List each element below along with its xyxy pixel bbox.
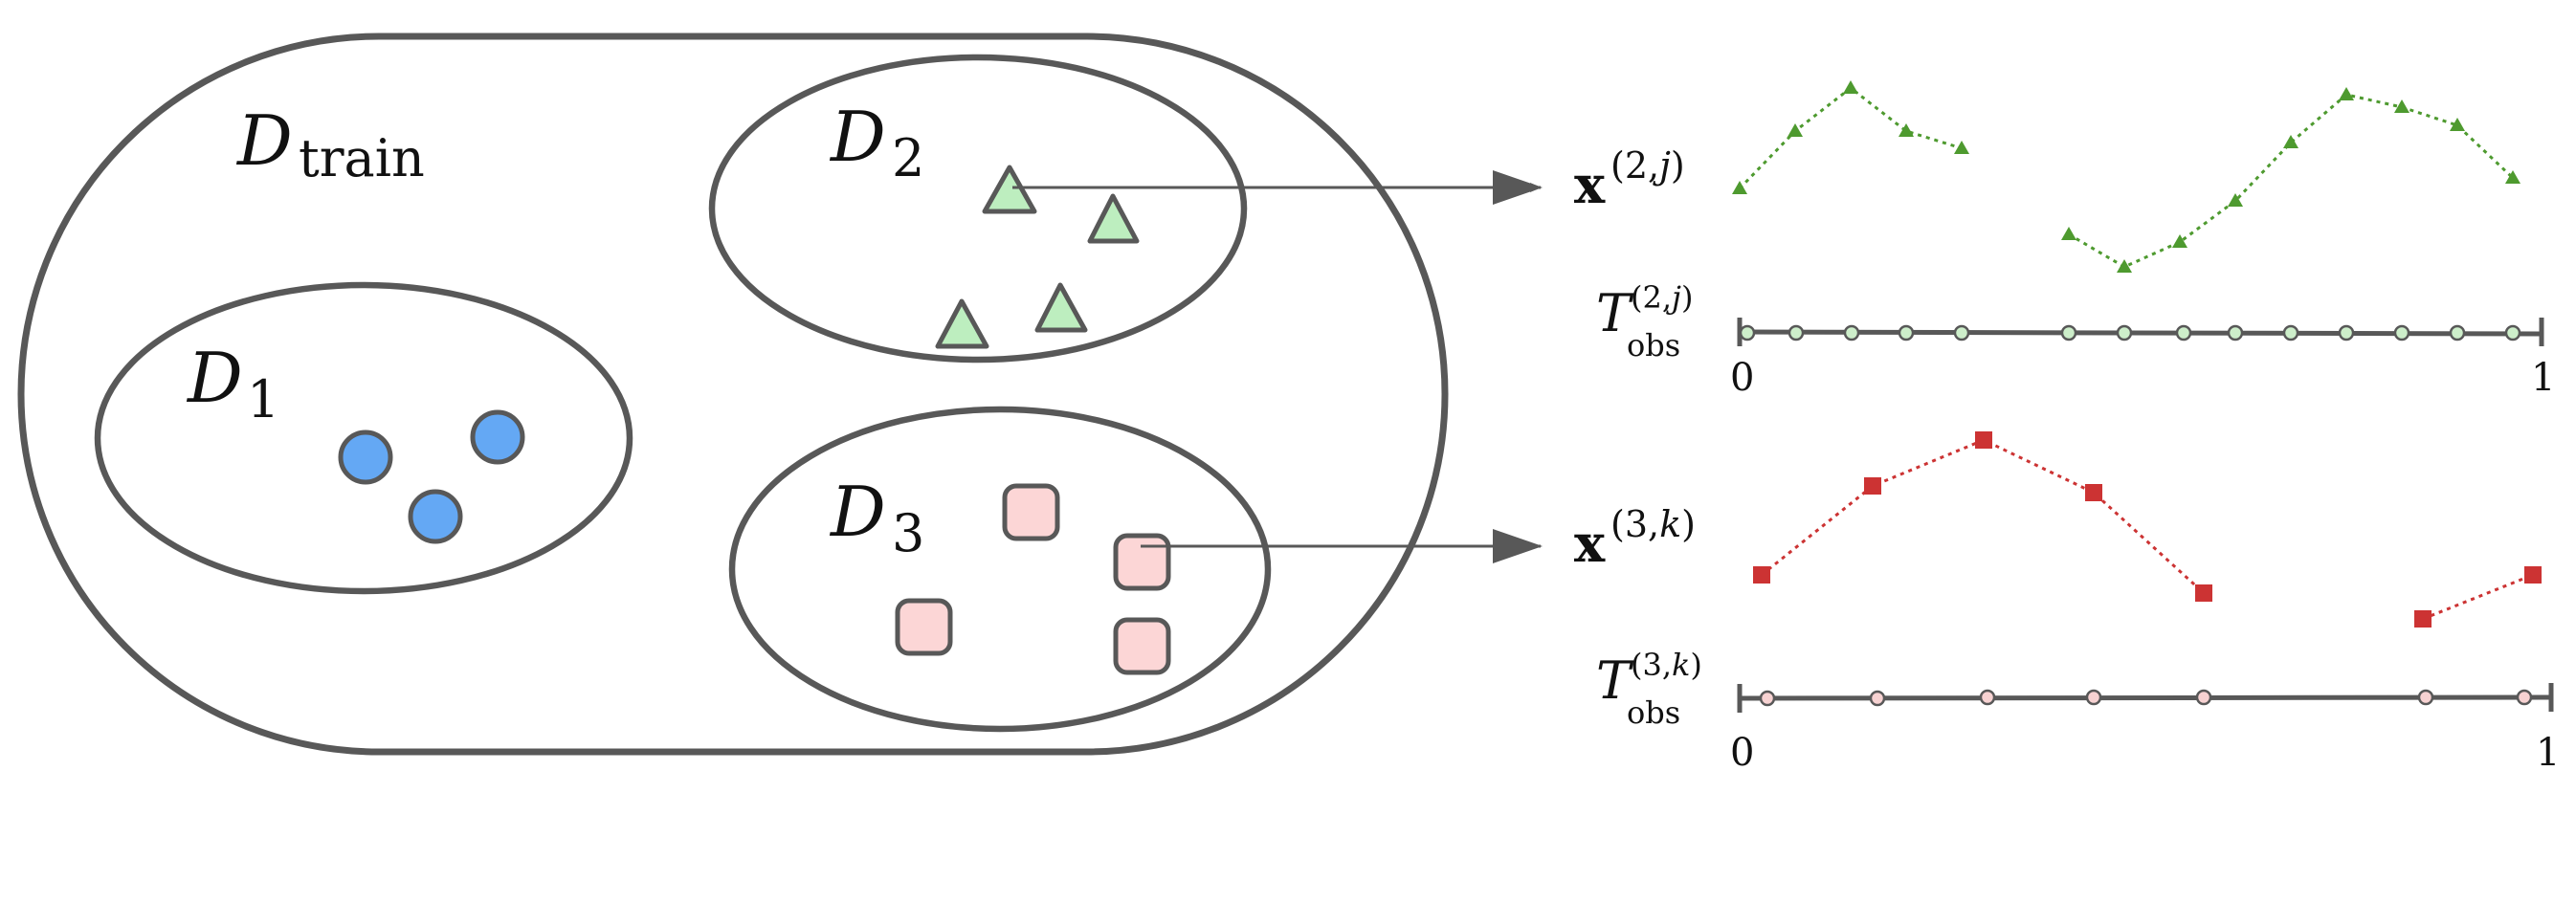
bottom-time-axis: 0 1 <box>1730 683 2560 775</box>
d2-subscript: 2 <box>892 128 924 188</box>
top-series-point <box>1954 141 1969 154</box>
d2-triangle-sample <box>1087 193 1140 244</box>
d2-triangle-sample <box>935 298 989 349</box>
top-observation-dot <box>2504 324 2521 341</box>
top-series-label: x (2,j) <box>1574 144 1685 215</box>
top-observation-dot <box>2338 324 2355 341</box>
top-series-point <box>1732 181 1747 194</box>
bottom-series-point <box>2414 610 2432 628</box>
d2-symbol: D <box>829 97 886 177</box>
top-observation-dot <box>2175 324 2192 341</box>
top-series-point <box>2505 170 2520 184</box>
d2-triangle-sample <box>982 165 1037 214</box>
top-series-point <box>2283 135 2298 148</box>
bottom-observation-dot <box>2516 689 2533 706</box>
bottom-axis-end-label: 1 <box>2536 731 2560 775</box>
d3-square-sample <box>1002 483 1060 541</box>
top-observation-dot <box>1739 324 1756 341</box>
top-x-symbol: x <box>1574 154 1606 215</box>
top-observation-dot <box>2449 324 2466 341</box>
top-observation-dot <box>1898 324 1915 341</box>
bottom-x-symbol: x <box>1574 513 1606 574</box>
top-series-point <box>1788 123 1803 137</box>
top-series-point <box>2172 234 2187 248</box>
bottom-series-line <box>2422 573 2534 621</box>
top-series-line <box>2068 93 2515 269</box>
top-observation-dot <box>2282 324 2299 341</box>
bottom-x-superscript: (3,k) <box>1610 503 1696 545</box>
d3-square-sample <box>895 598 953 656</box>
bottom-t-superscript: (3,k) <box>1631 647 1702 683</box>
d3-symbol: D <box>829 472 886 552</box>
top-time-axis: 0 1 <box>1730 318 2555 400</box>
top-observation-dot <box>2116 324 2133 341</box>
top-axis-start-label: 0 <box>1730 356 1754 400</box>
d1-circle-sample <box>408 489 463 544</box>
top-series-point <box>1843 80 1858 94</box>
bottom-arrowhead <box>1493 529 1543 563</box>
d1-subscript: 1 <box>247 369 279 429</box>
top-series-point <box>2117 259 2132 273</box>
top-axis-end-label: 1 <box>2531 356 2555 400</box>
top-t-superscript: (2,j) <box>1631 279 1693 316</box>
top-series-point <box>2450 118 2465 131</box>
top-series-line <box>1738 86 1963 190</box>
top-times-label: T (2,j) obs <box>1596 279 1693 363</box>
bottom-series-point <box>2085 484 2102 501</box>
bottom-series-point <box>1753 566 1770 584</box>
top-series-point <box>2228 193 2243 207</box>
train-set-boundary <box>17 33 1449 756</box>
d3-subscript: 3 <box>892 503 924 563</box>
train-set-symbol: D <box>235 100 293 181</box>
bottom-observation-dot <box>2085 689 2102 706</box>
d1-circle-sample <box>338 429 393 485</box>
bottom-observation-dot <box>1869 690 1886 707</box>
top-series-point <box>2339 87 2354 100</box>
bottom-t-symbol: T <box>1596 650 1634 711</box>
top-series-plot <box>1732 80 2520 273</box>
bottom-observation-dot <box>1979 689 1996 706</box>
d2-triangle-sample <box>1034 282 1088 333</box>
top-observation-dot <box>1953 324 1970 341</box>
bottom-series-plot <box>1753 431 2542 628</box>
top-t-symbol: T <box>1596 283 1634 343</box>
bottom-times-label: T (3,k) obs <box>1596 647 1702 731</box>
bottom-axis-start-label: 0 <box>1730 731 1754 775</box>
top-series-point <box>2394 99 2409 113</box>
top-series-point <box>1899 123 1914 137</box>
top-t-subscript: obs <box>1627 327 1680 363</box>
bottom-t-subscript: obs <box>1627 694 1680 731</box>
d1-boundary <box>94 281 633 595</box>
bottom-series-line <box>1761 438 2206 595</box>
top-observation-dot <box>2393 324 2410 341</box>
d3-square-sample <box>1113 617 1171 675</box>
top-observation-dot <box>1788 324 1805 341</box>
bottom-series-point <box>2524 566 2542 584</box>
bottom-series-point <box>2195 584 2212 602</box>
bottom-series-point <box>1864 477 1881 495</box>
top-series-point <box>2061 227 2076 240</box>
top-axis-line <box>1739 329 2543 337</box>
d1-symbol: D <box>186 338 243 418</box>
train-set-subscript: train <box>299 128 425 188</box>
bottom-observation-dot <box>2417 689 2434 706</box>
top-observation-dot <box>2060 324 2077 341</box>
d2-boundary <box>708 54 1248 363</box>
top-observation-dot <box>2227 324 2244 341</box>
bottom-observation-dot <box>1759 690 1776 707</box>
d1-circle-sample <box>470 409 525 465</box>
bottom-observation-dot <box>2195 689 2212 706</box>
d3-square-sample <box>1113 533 1171 591</box>
d3-boundary <box>728 406 1272 733</box>
bottom-series-label: x (3,k) <box>1574 503 1696 574</box>
bottom-series-point <box>1975 431 1992 449</box>
top-observation-dot <box>1843 324 1860 341</box>
top-x-superscript: (2,j) <box>1610 144 1685 187</box>
top-arrowhead <box>1493 170 1543 205</box>
